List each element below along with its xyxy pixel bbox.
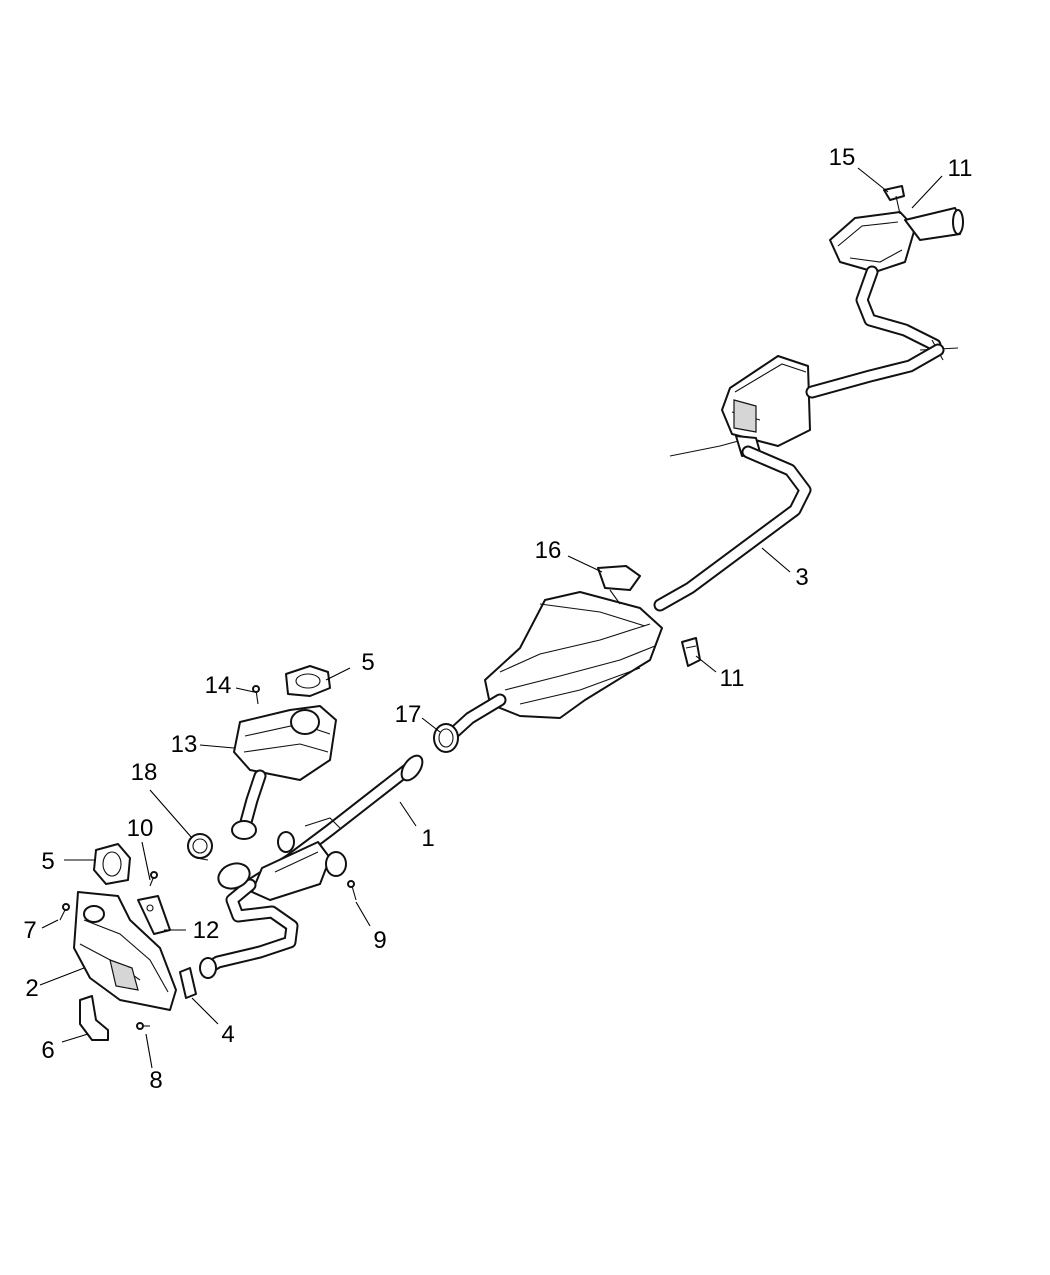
- bolt-7: [59, 903, 70, 921]
- heat-shield-6: [79, 995, 109, 1041]
- leader-lines: [39, 167, 943, 1069]
- stud-14: [252, 685, 260, 705]
- callout-12: 12: [193, 917, 220, 944]
- gasket-5-upper: [285, 665, 331, 697]
- bracket-12: [137, 895, 171, 935]
- callout-1: 1: [421, 825, 434, 852]
- callout-13: 13: [171, 731, 198, 758]
- bolt-9: [347, 880, 357, 901]
- intermediate-pipe-3: [653, 343, 945, 612]
- callout-5-lower: 5: [41, 848, 54, 875]
- callout-18: 18: [131, 759, 158, 786]
- callout-7: 7: [23, 917, 36, 944]
- main-muffler: [441, 565, 663, 745]
- callout-5-upper: 5: [361, 649, 374, 676]
- catalytic-converter-2: [73, 891, 177, 1011]
- gasket-5-lower: [93, 843, 131, 885]
- callout-4: 4: [221, 1021, 234, 1048]
- clamp-18: [187, 833, 213, 861]
- callout-11-top: 11: [948, 155, 973, 182]
- front-pipe-1: [199, 754, 424, 979]
- callout-15: 15: [829, 144, 856, 171]
- callout-10: 10: [127, 815, 154, 842]
- callout-14: 14: [205, 672, 232, 699]
- resonator: [669, 355, 811, 457]
- callout-16: 16: [535, 537, 562, 564]
- callout-2: 2: [25, 975, 38, 1002]
- bolt-10: [149, 871, 158, 887]
- rear-muffler: [829, 185, 964, 361]
- callout-labels: 15 11 3 16 11 5 14 17 13 18 1 10 5 9 7 1…: [23, 144, 972, 1094]
- catalytic-converter-13: [231, 705, 337, 840]
- callout-11-bottom: 11: [720, 665, 745, 692]
- callout-8: 8: [149, 1067, 162, 1094]
- bolt-8: [136, 1022, 150, 1030]
- callout-6: 6: [41, 1037, 54, 1064]
- callout-3: 3: [795, 564, 808, 591]
- gasket-17: [433, 723, 459, 753]
- callout-9: 9: [373, 927, 386, 954]
- callout-17: 17: [395, 701, 422, 728]
- bracket-4: [179, 967, 197, 999]
- isolator-11-lower: [681, 637, 701, 667]
